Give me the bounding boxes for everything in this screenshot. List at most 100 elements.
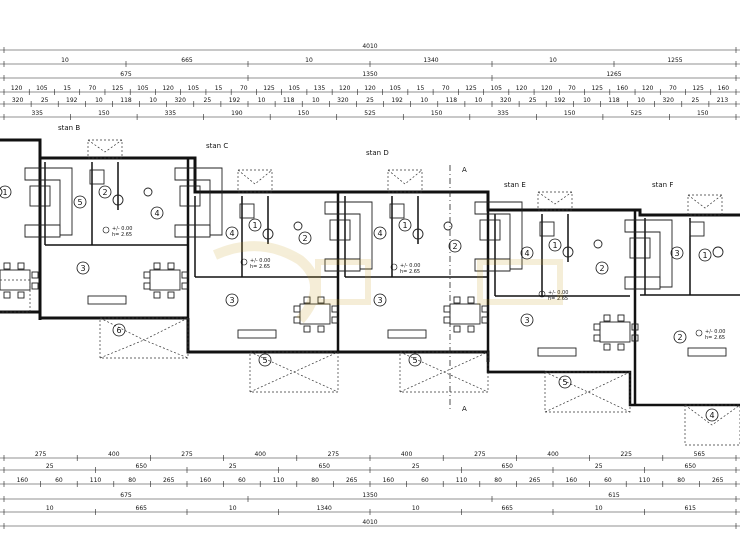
dining-chair: [303, 296, 311, 304]
dining-chair: [331, 305, 339, 313]
room-number-circle: [520, 246, 534, 260]
room-number: 4: [150, 206, 164, 220]
room-number-text: 3: [524, 316, 529, 325]
dining-chair: [31, 271, 39, 279]
bottom-dimension-label: 265: [529, 477, 541, 484]
top-dimension-label: 192: [66, 97, 78, 104]
dining-chair: [617, 314, 625, 322]
dining-chair: [631, 334, 639, 342]
room-number-text: 6: [116, 326, 121, 335]
level-labels: +/- 0.00h= 2.65+/- 0.00h= 2.65+/- 0.00h=…: [102, 226, 725, 341]
top-dimension-label: 320: [12, 97, 24, 104]
bottom-dimension-label: 650: [136, 463, 148, 470]
top-dimension-label: 10: [61, 57, 69, 64]
sofa-seat: [474, 258, 511, 272]
top-dimension-label: 192: [554, 97, 566, 104]
top-dimension-label: 120: [541, 85, 553, 92]
dining-chair: [481, 305, 489, 313]
room-number-text: 4: [524, 249, 529, 258]
room-number-circle: [73, 195, 87, 209]
room-number-circle: [98, 185, 112, 199]
dining-chair: [443, 316, 451, 324]
bottom-dimension-label: 275: [181, 451, 193, 458]
dining-chair: [453, 296, 461, 304]
level-height: h= 2.65: [250, 264, 270, 270]
room-number-circle: [298, 231, 312, 245]
top-dimension-label: 120: [11, 85, 23, 92]
level-marker: [695, 329, 703, 337]
level-elevation: +/- 0.00: [548, 290, 568, 296]
room-number: 1: [548, 238, 562, 252]
bottom-dimension-label: 10: [412, 505, 420, 512]
top-dimension-label: 320: [337, 97, 349, 104]
top-dimension-label: 105: [137, 85, 149, 92]
top-dimension-label: 125: [263, 85, 275, 92]
level-marker: [240, 258, 248, 266]
dining-chair: [481, 316, 489, 324]
top-dimension-label: 10: [312, 97, 320, 104]
room-number-circle: [595, 261, 609, 275]
top-dimension-label: 160: [718, 85, 730, 92]
bottom-dimension-label: 265: [712, 477, 724, 484]
section-marker-top: A: [462, 166, 467, 174]
dining-table: [299, 303, 331, 325]
top-dimension-label: 125: [591, 85, 603, 92]
shower: [689, 221, 705, 237]
room-number-text: 1: [552, 241, 557, 250]
room-number: 3: [520, 313, 534, 327]
top-dimension-label: 320: [174, 97, 186, 104]
top-dimension-label: 320: [500, 97, 512, 104]
dining-chair: [617, 343, 625, 351]
bottom-dimension-label: 160: [566, 477, 578, 484]
bottom-dimension-label: 80: [677, 477, 685, 484]
dining-chair: [31, 282, 39, 290]
unit-label-e: stan E: [504, 181, 526, 189]
top-dimension-label: 10: [149, 97, 157, 104]
top-dimension-label: 335: [165, 110, 177, 117]
top-dimension-label: 190: [231, 110, 243, 117]
room-number: 4: [225, 226, 239, 240]
coffee-table: [29, 185, 51, 207]
top-dimension-label: 70: [568, 85, 576, 92]
furniture: [0, 167, 727, 357]
level-elevation: +/- 0.00: [250, 258, 270, 264]
top-dimension-label: 70: [442, 85, 450, 92]
top-dimension-label: 125: [692, 85, 704, 92]
dining-table: [449, 303, 481, 325]
top-dimension-label: 160: [617, 85, 629, 92]
bottom-dimension-label: 650: [502, 463, 514, 470]
bottom-dimension-label: 615: [685, 505, 697, 512]
room-number-text: 2: [102, 188, 107, 197]
top-dimension-label: 70: [669, 85, 677, 92]
room-number-text: 4: [377, 229, 382, 238]
kitchen-counter: [537, 347, 577, 357]
top-dimension-label: 192: [391, 97, 403, 104]
top-dimension-label: 10: [583, 97, 591, 104]
room-number: 4: [520, 246, 534, 260]
toilet: [562, 246, 574, 258]
top-dimension-label: 118: [446, 97, 458, 104]
top-dimension-label: 120: [339, 85, 351, 92]
bottom-dimension-label: 10: [46, 505, 54, 512]
level-marker: [390, 263, 398, 271]
bottom-dimension-label: 400: [108, 451, 120, 458]
top-dimension-label: 15: [417, 85, 425, 92]
room-number: 1: [0, 185, 12, 199]
shower: [89, 169, 105, 185]
bottom-dimension-label: 60: [55, 477, 63, 484]
top-dimension-label: 335: [32, 110, 44, 117]
top-dimension-label: 320: [662, 97, 674, 104]
dining-chair: [167, 262, 175, 270]
room-number: 5: [558, 375, 572, 389]
dining-chair: [167, 291, 175, 299]
top-dimension-label: 213: [717, 97, 729, 104]
top-dimension-label: 118: [120, 97, 132, 104]
bottom-dimension-label: 1340: [317, 505, 332, 512]
top-dimension-label: 125: [112, 85, 124, 92]
dining-chair: [17, 262, 25, 270]
top-dimension-label: 25: [529, 97, 537, 104]
dining-chair: [303, 325, 311, 333]
